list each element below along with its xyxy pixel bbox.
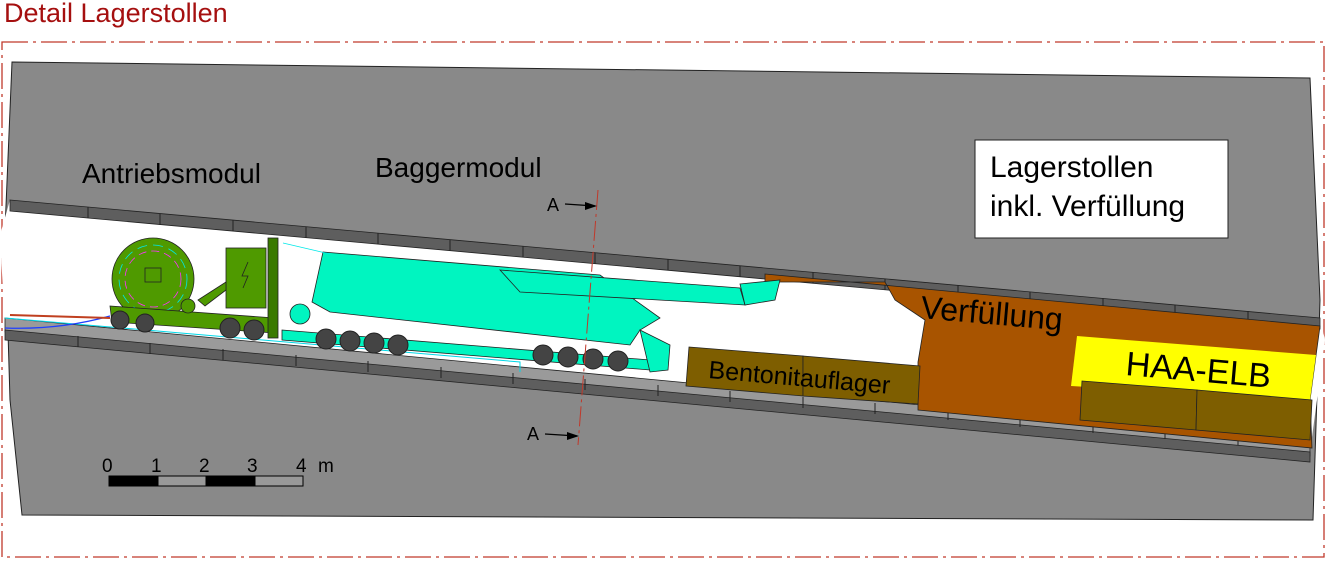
rail-line (4, 317, 521, 372)
cable (4, 315, 111, 329)
section-line (577, 189, 599, 446)
scale-tick-2: 2 (199, 456, 210, 477)
lagerstollen-box (974, 139, 1229, 239)
scale-tick-0: 0 (102, 456, 113, 477)
label-antriebsmodul: Antriebsmodul (82, 158, 261, 189)
bentonite-blocks (685, 346, 1313, 441)
scale-bar: 0 1 2 3 4 m (102, 456, 334, 487)
scale-tick-3: 3 (247, 456, 258, 477)
arrow-head-icon (567, 432, 579, 440)
drawing-frame (1, 41, 1325, 558)
section-label-top: A (547, 195, 559, 215)
wheels (110, 310, 629, 372)
scale-tick-1: 1 (151, 456, 162, 477)
label-inkl-verfuellung: inkl. Verfüllung (990, 190, 1185, 223)
section-label-bottom: A (527, 424, 539, 444)
label-baggermodul: Baggermodul (375, 152, 542, 183)
drawing-title: Detail Lagerstollen (4, 0, 228, 28)
haa-elb-canister (1071, 336, 1316, 400)
label-lagerstollen: Lagerstollen (990, 151, 1153, 184)
cable-line (9, 314, 111, 319)
scale-tick-4: 4 (296, 456, 307, 477)
arrow-head-icon (585, 202, 597, 210)
scale-unit: m (318, 456, 334, 477)
